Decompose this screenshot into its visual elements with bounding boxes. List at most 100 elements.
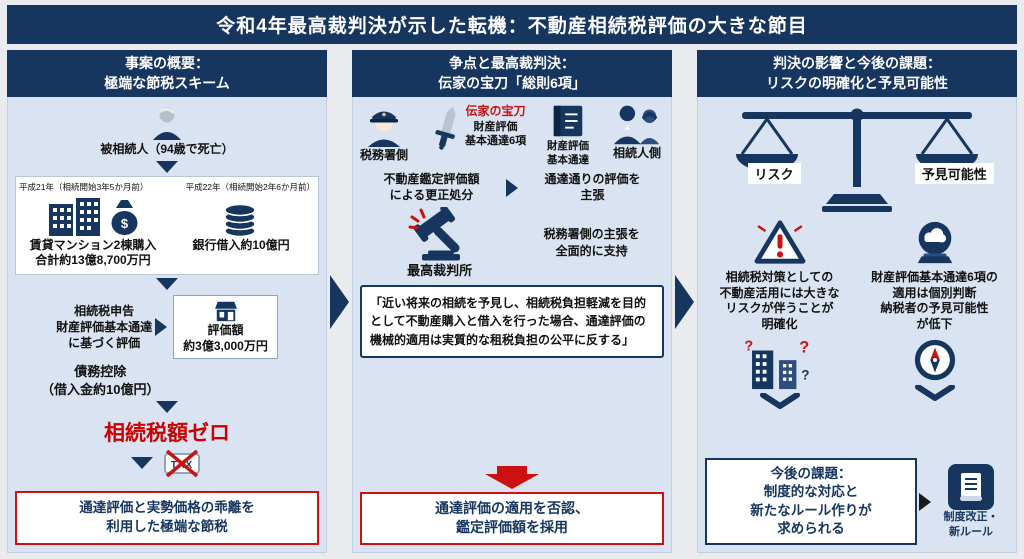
heir-claim-line2: 主張 [580,188,605,203]
sword-group: 伝家の宝刀 財産評価 基本通達6項 [429,102,526,154]
tax-filing-line1: 相続税申告 [74,303,135,318]
valuation-label: 評価額 約3億3,000万円 [183,323,268,354]
heir-claim-label: 通達通りの評価を 主張 [521,172,664,203]
year-label-h21: 平成21年（相続開始3年5か月前） [19,181,149,192]
panel-court-decision: 争点と最高裁判決： 伝家の宝刀「総則6項」 [352,50,672,553]
tax-stamp-crossed-icon: TAX [161,448,203,478]
predictability-text: 財産評価基本通達6項の 適用は個別判断 納税者の予見可能性 が低下 [871,270,998,332]
question-buildings-icon: ? ? ? [742,337,818,391]
panel3-bottom-row: 今後の課題： 制度的な対応と 新たなルール作りが 求められる [705,458,1009,545]
court-row: 最高裁判所 税務署側の主張を 全面的に支持 [360,206,664,280]
panel-gap-1 [327,50,352,553]
store-icon [212,299,240,323]
tax-filing-label: 相続税申告 財産評価基本通達 に基づく評価 [56,303,152,352]
foresight-line2: 適用は個別判断 [892,285,977,300]
tax-filing-line3: に基づく評価 [68,336,141,351]
panel1-header-line1: 事案の概要： [125,55,209,71]
predictability-column: 財産評価基本通達6項の 適用は個別判断 納税者の予見可能性 が低下 [860,218,1009,408]
down-arrow-icon [156,401,178,414]
chevron-down-icon [914,384,955,401]
panel3-header-line1: 判決の影響と今後の課題： [773,55,941,71]
rule6-line2: 基本通達6項 [464,135,527,148]
future-line3: 新たなルール作りが [750,502,872,518]
panel2-header-line1: 争点と最高裁判決： [449,55,575,71]
treasured-sword-label: 伝家の宝刀 [465,104,526,119]
bank-loan-group: 銀行借入約10億円 [167,196,315,269]
coins-icon [218,196,264,238]
panel1-conclusion-line1: 通達評価と実勢価格の乖離を [79,500,255,516]
panel2-body: 税務署側 [352,97,672,553]
risk-line1: 相続税対策としての [725,270,834,285]
sword-labels: 伝家の宝刀 財産評価 基本通達6項 [465,104,526,148]
new-rule-label: 制度改正・ 新ルール [944,510,999,539]
panel2-icon-row: 税務署側 [360,102,664,167]
book-icon [549,102,587,140]
new-rule-line2: 新ルール [949,525,993,538]
future-issues-box: 今後の課題： 制度的な対応と 新たなルール作りが 求められる [705,458,917,545]
foresight-line3: 納税者の予見可能性 [880,301,989,316]
panel-arrow-icon [675,274,694,329]
balance-scale-group: リスク 予見可能性 [705,102,1009,214]
svg-text:$: $ [121,216,129,231]
panel3-header: 判決の影響と今後の課題： リスクの明確化と予見可能性 [697,50,1017,98]
down-arrow-icon [131,457,153,470]
valuation-box: 評価額 約3億3,000万円 [173,294,278,360]
mansion-purchase-line1: 賃貸マンション2棟購入 [29,237,157,252]
ruling-line1: 通達評価の適用を否認、 [435,499,589,516]
foresight-line4: が低下 [916,316,953,331]
red-down-arrow-stem [497,465,527,474]
panel1-body: 被相続人（94歳で死亡） 平成21年（相続開始3年5か月前） 平成22年（相続開… [7,97,327,553]
tax-filing-line2: 財産評価基本通達 [56,319,153,334]
book-label-line2: 基本通達 [547,153,590,166]
panel-case-overview: 事案の概要： 極端な節税スキーム 被相続人（94歳で死亡） 平成21年（相続開始… [7,50,327,553]
panel1-header-line2: 極端な節税スキーム [104,74,230,91]
svg-text:?: ? [799,338,809,356]
right-arrow-icon [506,179,518,198]
panel2-header: 争点と最高裁判決： 伝家の宝刀「総則6項」 [352,50,672,98]
future-line4: 求められる [777,520,845,536]
court-group: 最高裁判所 [360,206,519,280]
zero-tax-row: TAX [131,448,203,478]
panel1-header: 事案の概要： 極端な節税スキーム [7,50,327,98]
panel2-bottom-group: 通達評価の適用を否認、 鑑定評価額を採用 [360,465,664,545]
support-label: 税務署側の主張を 全面的に支持 [519,226,664,260]
down-arrow-icon [156,160,178,173]
police-officer-icon [361,102,407,148]
supreme-court-label: 最高裁判所 [407,262,473,278]
heir-claim-line1: 通達通りの評価を [544,172,641,187]
panel-arrow-icon [330,274,349,329]
support-line1: 税務署側の主張を [543,227,640,242]
right-arrow-icon [919,492,931,511]
risk-text: 相続税対策としての 不動産活用には大きな リスクが伴うことが 明確化 [719,270,839,332]
debt-deduction-label: 債務控除 （借入金約10億円） [41,363,159,398]
valuation-line1: 評価額 [207,322,244,337]
heirs-label: 相続人側 [612,146,661,161]
panel-impact-future: 判決の影響と今後の課題： リスクの明確化と予見可能性 [697,50,1017,553]
chevron-down-icon [759,392,800,409]
impact-columns: 相続税対策としての 不動産活用には大きな リスクが伴うことが 明確化 [705,218,1009,409]
risk-line3: リスクが伴うことが [725,301,834,316]
future-line2: 制度的な対応と [763,484,859,500]
right-arrow-icon [155,318,168,337]
elderly-person-icon [147,102,187,142]
bank-loan-label: 銀行借入約10億円 [192,237,290,252]
predictability-chip: 予見可能性 [914,162,994,184]
book-label-line1: 財産評価 [547,140,590,153]
down-arrow-icon [156,277,178,290]
filing-row: 相続税申告 財産評価基本通達 に基づく評価 [15,294,319,360]
gavel-icon [408,206,472,263]
panel3-body: リスク 予見可能性 [697,97,1017,553]
panels-row: 事案の概要： 極端な節税スキーム 被相続人（94歳で死亡） 平成21年（相続開始… [7,50,1017,553]
balance-scale-icon [736,108,978,213]
panel1-conclusion-line2: 利用した極端な節税 [106,519,228,535]
scroll-icon [948,464,994,511]
tax-office-group: 税務署側 [360,102,408,164]
year-label-h22: 平成22年（相続開始2年6か月前） [185,181,315,192]
mansion-purchase-label: 賃貸マンション2棟購入 合計約13億8,700万円 [30,238,157,269]
red-down-arrow-icon [485,465,539,489]
rule6-line1: 財産評価 [473,120,518,133]
reassessment-label: 不動産鑑定評価額 による更正処分 [360,172,503,203]
compass-icon [912,337,958,383]
ruling-line2: 鑑定評価額を採用 [456,519,568,536]
